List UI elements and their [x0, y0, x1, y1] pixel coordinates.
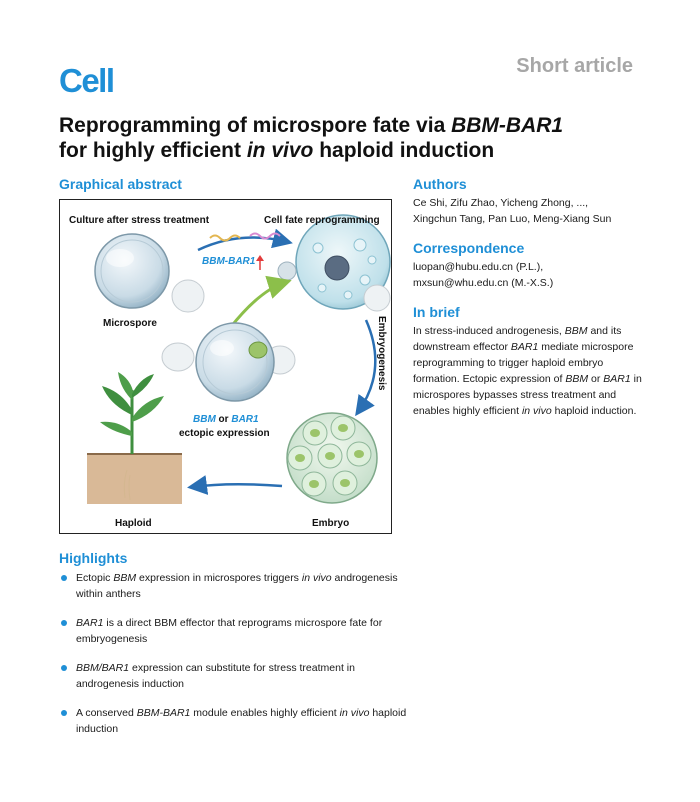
- h4-b: BBM-BAR1: [136, 707, 191, 719]
- sidebar-info: Authors Ce Shi, Zifu Zhao, Yicheng Zhong…: [413, 176, 648, 432]
- label-embryo: Embryo: [312, 518, 350, 529]
- label-reprogramming: Cell fate reprogramming: [264, 215, 380, 226]
- journal-logo: Cell: [59, 62, 115, 99]
- article-title: Reprogramming of microspore fate via BBM…: [59, 113, 659, 163]
- bullet-icon: [61, 575, 67, 581]
- in-brief-heading: In brief: [413, 304, 460, 320]
- label-embryogenesis: Embryogenesis: [376, 316, 387, 391]
- in-brief-t3: and its downstream effector: [413, 325, 622, 353]
- label-microspore: Microspore: [103, 318, 157, 329]
- title-text-2: for highly efficient: [59, 139, 247, 162]
- correspondence-section: Correspondence luopan@hubu.edu.cn (P.L.)…: [413, 240, 648, 291]
- bullet-icon: [61, 620, 67, 626]
- h2-b: is a direct BBM effector that reprograms…: [76, 617, 383, 645]
- h3-a: BBM/BAR1: [76, 662, 130, 674]
- in-brief-t10: in vivo: [521, 405, 552, 417]
- label-haploid: Haploid: [115, 518, 152, 529]
- in-brief-text: In stress-induced androgenesis, BBM and …: [413, 323, 648, 419]
- highlights-list: Ectopic BBM expression in microspores tr…: [59, 570, 409, 750]
- email-link-2[interactable]: mxsun@whu.edu.cn (M.-X.S.): [413, 277, 554, 289]
- highlights-heading: Highlights: [59, 550, 128, 566]
- h1-a: Ectopic: [76, 572, 114, 584]
- h1-e: androgenesis within anthers: [76, 572, 398, 600]
- bullet-icon: [61, 665, 67, 671]
- authors-line-2: Xingchun Tang, Pan Luo, Meng-Xiang Sun: [413, 213, 612, 225]
- label-ectopic-genes: BBM or BAR1: [193, 414, 259, 425]
- reprogrammed-cell: [277, 214, 391, 312]
- h4-c: module enables highly efficient: [190, 707, 340, 719]
- highlight-item: BBM/BAR1 expression can substitute for s…: [59, 660, 409, 692]
- in-brief-t9: in microspores bypasses stress treatment…: [413, 373, 642, 417]
- reprogramming-arrow: [197, 228, 293, 270]
- graphical-abstract-heading: Graphical abstract: [59, 176, 182, 192]
- title-text-3: haploid induction: [313, 139, 495, 162]
- correspondence-emails: luopan@hubu.edu.cn (P.L.), mxsun@whu.edu…: [413, 259, 648, 291]
- article-type-label: Short article: [516, 55, 633, 77]
- in-brief-t7: or: [588, 373, 604, 385]
- in-brief-t5: mediate microspore reprogramming to trig…: [413, 341, 634, 385]
- embryo: [286, 412, 378, 504]
- microspore-cell: [94, 233, 205, 313]
- highlight-item: A conserved BBM-BAR1 module enables high…: [59, 705, 409, 737]
- label-bbm: BBM: [193, 414, 216, 425]
- in-brief-t6: BBM: [565, 373, 589, 385]
- in-brief-t11: haploid induction.: [551, 405, 637, 417]
- authors-section: Authors Ce Shi, Zifu Zhao, Yicheng Zhong…: [413, 176, 648, 227]
- embryogenesis-arrow: [355, 319, 377, 417]
- haploid-plant: [87, 372, 182, 504]
- ectopic-arrow: [228, 275, 292, 329]
- h1-b: BBM: [113, 572, 137, 584]
- authors-heading: Authors: [413, 176, 467, 192]
- label-bbm-bar1: BBM-BAR1: [202, 256, 256, 267]
- h1-d: in vivo: [301, 572, 332, 584]
- highlight-item: Ectopic BBM expression in microspores tr…: [59, 570, 409, 602]
- title-text-1: Reprogramming of microspore fate via: [59, 114, 452, 137]
- h3-b: expression can substitute for stress tre…: [76, 662, 355, 690]
- in-brief-t1: In stress-induced androgenesis,: [413, 325, 565, 337]
- in-brief-t4: BAR1: [510, 341, 539, 353]
- graphical-abstract-illustration: [87, 214, 391, 504]
- label-ectopic-expression: ectopic expression: [179, 428, 270, 439]
- title-in-vivo: in vivo: [246, 139, 314, 162]
- h4-a: A conserved: [76, 707, 137, 719]
- haploid-arrow: [187, 475, 283, 495]
- in-brief-section: In brief In stress-induced androgenesis,…: [413, 304, 648, 419]
- engineered-microspore: [161, 322, 296, 402]
- label-or: or: [215, 414, 232, 425]
- in-brief-t8: BAR1: [603, 373, 631, 385]
- authors-list: Ce Shi, Zifu Zhao, Yicheng Zhong, ..., X…: [413, 195, 648, 227]
- in-brief-t2: BBM: [564, 325, 588, 337]
- bullet-icon: [61, 710, 67, 716]
- correspondence-heading: Correspondence: [413, 240, 525, 256]
- authors-line-1: Ce Shi, Zifu Zhao, Yicheng Zhong, ...,: [413, 197, 589, 209]
- highlight-item: BAR1 is a direct BBM effector that repro…: [59, 615, 409, 647]
- h4-d: in vivo: [339, 707, 370, 719]
- email-link-1[interactable]: luopan@hubu.edu.cn (P.L.),: [413, 261, 544, 273]
- label-culture: Culture after stress treatment: [69, 215, 210, 226]
- h4-e: haploid induction: [76, 707, 407, 735]
- h1-c: expression in microspores triggers: [136, 572, 302, 584]
- title-gene: BBM-BAR1: [451, 114, 564, 137]
- h2-a: BAR1: [76, 617, 104, 629]
- label-bar1: BAR1: [231, 414, 259, 425]
- graphical-abstract-figure: Culture after stress treatment Cell fate…: [59, 199, 392, 534]
